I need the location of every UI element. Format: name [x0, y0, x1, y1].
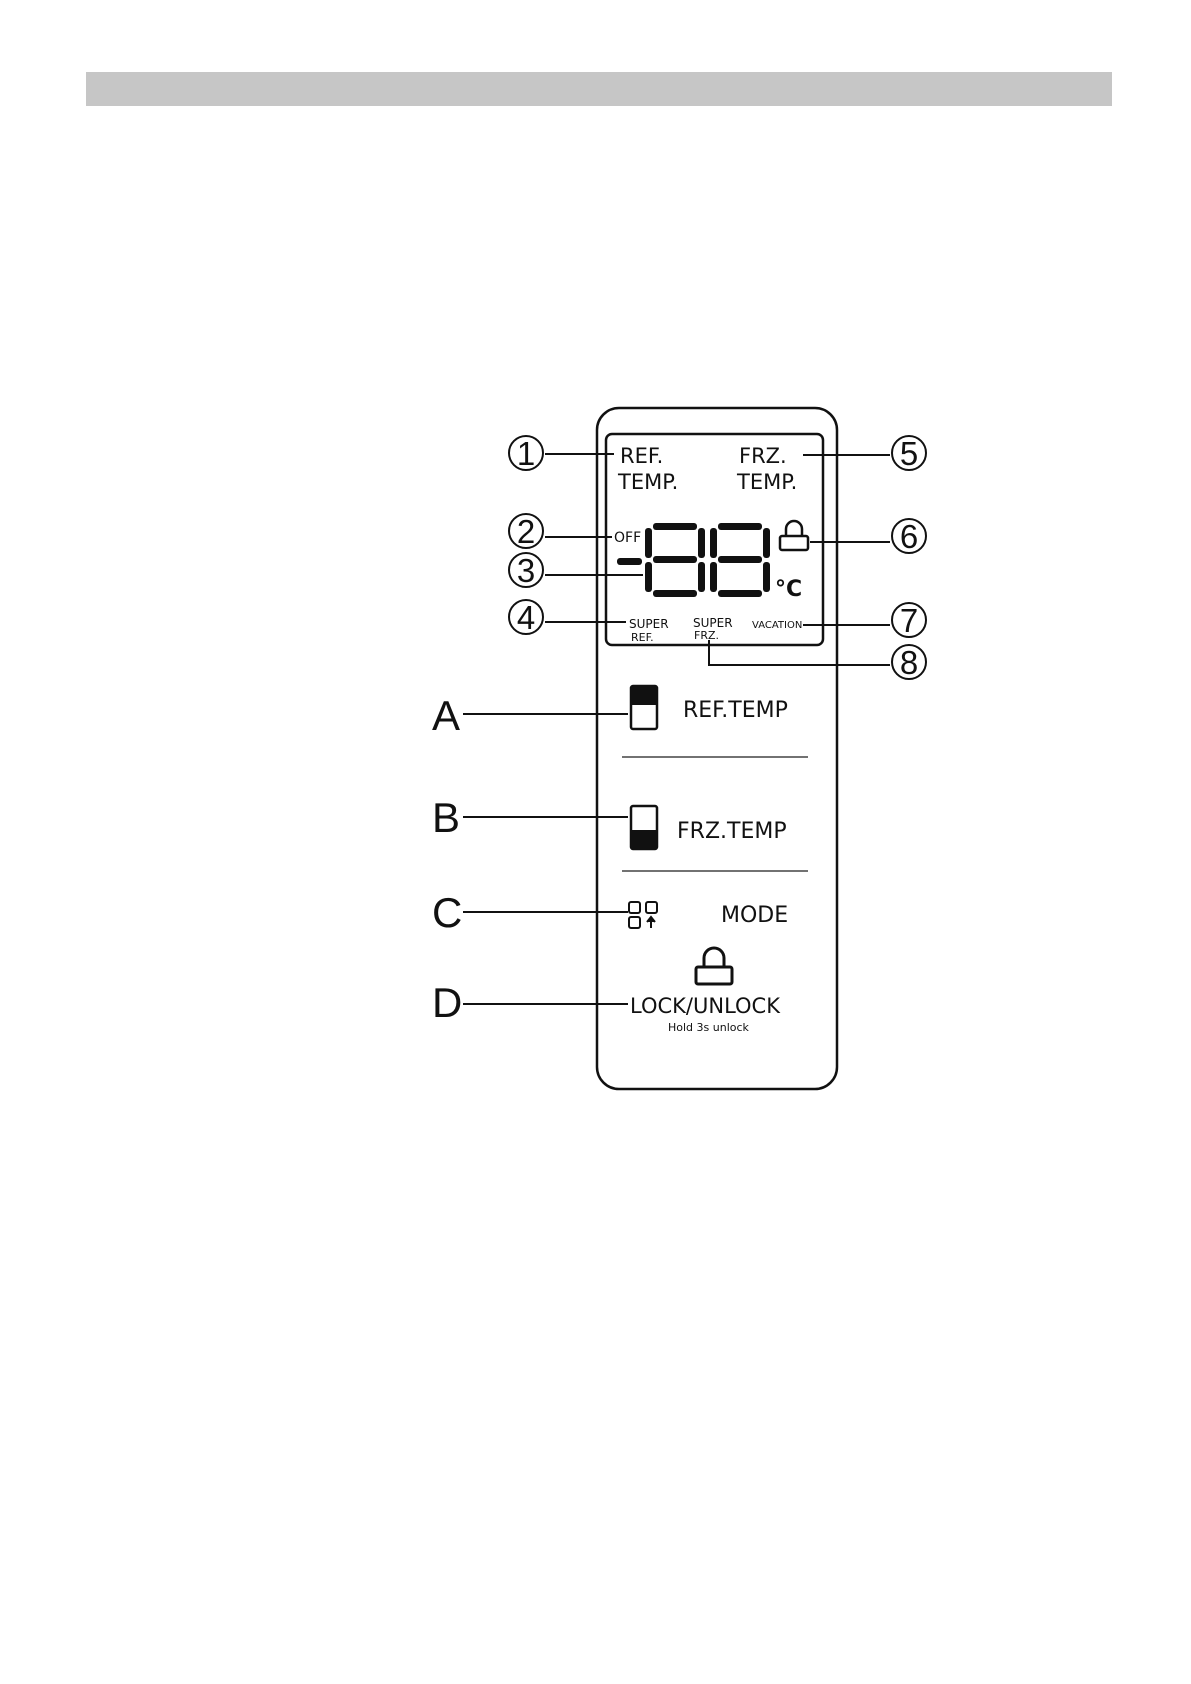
- callout-7: 7: [803, 602, 927, 639]
- frz-temp-label-line2: TEMP.: [736, 470, 797, 494]
- control-panel: [595, 406, 839, 1091]
- temperature-digits: [617, 523, 770, 597]
- svg-text:7: 7: [900, 602, 918, 639]
- ref-temp-label-line2: TEMP.: [617, 470, 678, 494]
- callout-2: 2: [508, 513, 612, 550]
- callout-1: 1: [508, 435, 614, 472]
- super-ref-indicator-line2: REF.: [631, 631, 654, 644]
- super-frz-indicator-line2: FRZ.: [694, 629, 719, 642]
- frz-temp-button-label[interactable]: FRZ.TEMP: [677, 819, 787, 844]
- frz-temp-label: FRZ.: [739, 444, 787, 468]
- button-a-letter: A: [432, 692, 460, 739]
- svg-text:5: 5: [900, 435, 918, 472]
- ref-temp-label: REF.: [620, 444, 663, 468]
- svg-text:6: 6: [900, 518, 918, 555]
- vacation-indicator: VACATION: [752, 620, 802, 631]
- off-indicator: OFF: [614, 530, 641, 546]
- lock-unlock-button-label[interactable]: LOCK/UNLOCK: [630, 994, 781, 1018]
- svg-text:4: 4: [517, 599, 535, 636]
- svg-text:2: 2: [517, 513, 535, 550]
- callout-3: 3: [508, 552, 643, 589]
- padlock-icon: [778, 519, 810, 552]
- mode-button-label[interactable]: MODE: [721, 903, 788, 928]
- minus-segment: [617, 558, 642, 565]
- super-frz-indicator: SUPER: [693, 616, 733, 630]
- super-ref-indicator: SUPER: [629, 617, 669, 631]
- svg-text:8: 8: [900, 644, 918, 681]
- svg-text:3: 3: [517, 552, 535, 589]
- button-d-letter: D: [432, 979, 462, 1026]
- button-b-letter: B: [432, 794, 460, 841]
- digit-8: [710, 523, 770, 597]
- header-bar: [86, 72, 1112, 106]
- mode-grid-icon: [628, 901, 658, 929]
- ref-temp-button-label[interactable]: REF.TEMP: [683, 698, 788, 723]
- callout-6: 6: [810, 518, 927, 555]
- display-window: [604, 432, 825, 647]
- callout-8: 8: [708, 640, 927, 681]
- svg-text:1: 1: [517, 435, 535, 472]
- callout-5: 5: [803, 435, 927, 472]
- celsius-unit: °C: [775, 577, 802, 602]
- button-c-letter: C: [432, 889, 462, 936]
- hold-unlock-hint: Hold 3s unlock: [668, 1021, 750, 1034]
- callout-4: 4: [508, 599, 626, 636]
- padlock-icon: [694, 946, 734, 986]
- fridge-bottom-icon: [629, 804, 659, 851]
- digit-8: [645, 523, 705, 597]
- fridge-top-icon: [629, 684, 659, 731]
